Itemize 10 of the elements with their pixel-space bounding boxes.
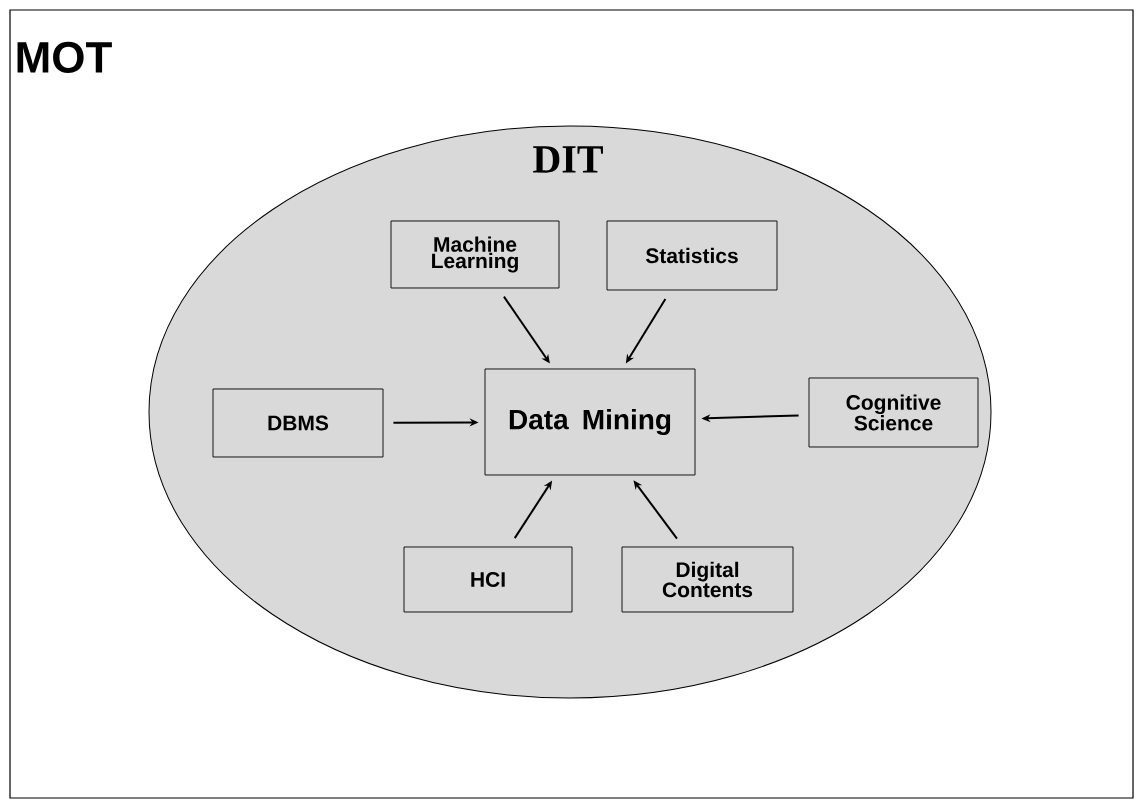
topic-box: HCI bbox=[403, 546, 573, 613]
frame-title: MOT bbox=[17, 41, 112, 73]
topic-box: Statistics bbox=[606, 220, 778, 291]
topic-box: Cognitive Science bbox=[808, 377, 979, 448]
topic-box: DBMS bbox=[212, 388, 384, 458]
region-title: DIT bbox=[533, 146, 603, 173]
frame-box bbox=[9, 9, 1134, 799]
topic-box: Digital Contents bbox=[621, 546, 794, 613]
topic-box: Machine Learning bbox=[390, 220, 560, 289]
topic-box: Data Mining bbox=[484, 368, 696, 476]
